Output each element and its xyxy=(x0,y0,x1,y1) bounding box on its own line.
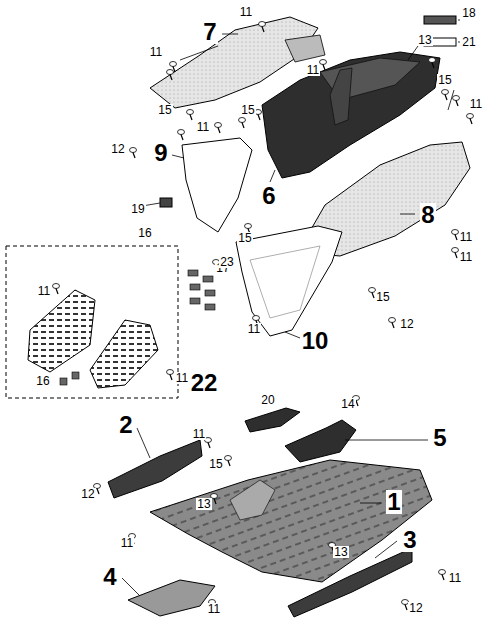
callout-number: 15 xyxy=(237,232,252,244)
panel-cover xyxy=(285,35,325,62)
callout-number: 11 xyxy=(120,537,134,549)
part-number: 6 xyxy=(261,184,276,208)
part-number: 8 xyxy=(420,203,435,227)
part-number: 5 xyxy=(432,426,447,450)
callout-number: 11 xyxy=(149,46,163,58)
callout-number: 11 xyxy=(448,572,462,584)
screw xyxy=(215,123,222,134)
screw xyxy=(167,370,174,381)
floor-mat xyxy=(90,320,158,388)
callout-number: 12 xyxy=(408,602,423,614)
inner-panel xyxy=(182,138,252,232)
bin-divider xyxy=(330,68,352,125)
callout-number: 15 xyxy=(157,104,172,116)
callout-number: 11 xyxy=(207,603,221,615)
kit-box xyxy=(6,246,178,398)
callout-number: 15 xyxy=(208,458,223,470)
callout-number: 14 xyxy=(340,398,355,410)
callout-number: 13 xyxy=(417,34,432,46)
callout-number: 12 xyxy=(80,488,95,500)
callout-number: 11 xyxy=(239,6,253,18)
part-number: 3 xyxy=(402,528,417,552)
screw xyxy=(467,114,474,125)
screw xyxy=(178,130,185,141)
screw xyxy=(187,110,194,121)
part-number: 2 xyxy=(118,413,133,437)
callout-number: 11 xyxy=(175,372,189,384)
part-number: 1 xyxy=(386,490,401,514)
fastener-set xyxy=(53,22,474,611)
callout-number: 11 xyxy=(196,121,210,133)
part-number: 10 xyxy=(301,329,330,353)
callout-number: 11 xyxy=(459,251,473,263)
screw xyxy=(167,70,174,81)
panel-detail xyxy=(250,246,320,318)
callout-number: 18 xyxy=(461,7,476,19)
callout-number: 16 xyxy=(137,227,152,239)
callout-number: 13 xyxy=(196,498,211,510)
callout-number: 12 xyxy=(110,143,125,155)
screw xyxy=(259,22,266,33)
screw xyxy=(53,284,60,295)
callout-number: 16 xyxy=(35,375,50,387)
callout-number: 11 xyxy=(192,428,206,440)
callout-number: 11 xyxy=(306,64,320,76)
screw xyxy=(239,118,246,129)
callout-number: 23 xyxy=(219,256,234,268)
screw xyxy=(320,60,327,71)
callout-number: 20 xyxy=(260,394,275,406)
part-number: 7 xyxy=(202,20,217,44)
clip-set xyxy=(60,270,215,385)
screw xyxy=(439,570,446,581)
clip xyxy=(160,198,172,207)
part-number: 4 xyxy=(102,565,117,589)
screw xyxy=(389,318,396,329)
callout-number: 15 xyxy=(240,104,255,116)
part-number: 22 xyxy=(190,371,219,395)
screw xyxy=(453,96,460,107)
lower-plate xyxy=(128,580,215,616)
callout-number: 11 xyxy=(459,231,473,243)
callout-number: 11 xyxy=(247,323,261,335)
leader-lines xyxy=(122,20,460,596)
grille xyxy=(245,408,300,432)
screw xyxy=(130,148,137,159)
callout-number: 15 xyxy=(437,74,452,86)
screw xyxy=(442,90,449,101)
left-skirt xyxy=(108,440,202,498)
emblem xyxy=(424,16,456,24)
callout-number: 11 xyxy=(469,98,483,110)
part-number: 9 xyxy=(153,141,168,165)
front-panel xyxy=(236,226,342,336)
screw xyxy=(429,58,436,69)
callout-number: 19 xyxy=(130,203,145,215)
callout-number: 13 xyxy=(333,546,348,558)
callout-number: 11 xyxy=(37,285,51,297)
callout-number: 21 xyxy=(461,36,476,48)
cover xyxy=(285,420,356,462)
right-skirt xyxy=(288,548,412,617)
floor-tunnel xyxy=(230,480,275,520)
screw xyxy=(225,456,232,467)
floor-mat xyxy=(28,290,95,372)
callout-number: 15 xyxy=(375,291,390,303)
screw xyxy=(452,230,459,241)
callout-number: 12 xyxy=(399,318,414,330)
screw xyxy=(452,248,459,259)
